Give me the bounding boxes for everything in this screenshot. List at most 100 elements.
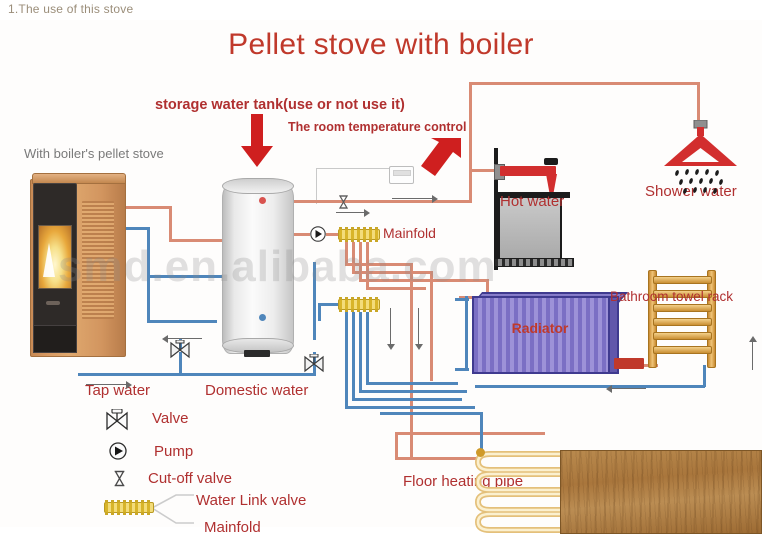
legend-leader-lines (151, 494, 194, 524)
pipe-cold-radiator-bot (455, 368, 469, 371)
towel-bar (653, 290, 712, 298)
pipe-cold-radiator-top (455, 298, 469, 301)
pipe-cold-towel-run (475, 385, 705, 388)
pipe-hot-to-tank (169, 239, 225, 242)
pipe-hot-run-2 (352, 271, 432, 274)
hot-water-label: Hot water (500, 193, 565, 210)
pipe-hot-to-sink (469, 169, 497, 172)
floor-heating-pipe-label: Floor heating pipe (403, 473, 524, 490)
towel-rack-label: Bathroom towel rack (610, 289, 734, 304)
tank-label-plate (244, 350, 270, 357)
pellet-stove[interactable] (30, 173, 126, 357)
header-caption: 1.The use of this stove (8, 2, 134, 16)
sink-rim (498, 192, 570, 198)
pipe-cold-mid-run (147, 275, 292, 278)
mainfold-icon (104, 500, 154, 515)
domestic-water-label: Domestic water (205, 382, 309, 399)
pipe-cold-tap-water (78, 373, 274, 376)
radiator[interactable]: Radiator (472, 292, 629, 374)
towel-bar (653, 346, 712, 354)
bathroom-towel-rack[interactable] (648, 270, 716, 368)
faucet-arm (500, 166, 556, 176)
pipe-hot-branch-3 (359, 242, 362, 280)
pipe-cold-return-3 (359, 390, 467, 393)
stove-control-knob[interactable] (46, 301, 60, 305)
towel-bar (653, 332, 712, 340)
tank-body (222, 184, 294, 354)
valve-icon-tap[interactable] (169, 340, 191, 360)
faucet-spout (546, 174, 557, 192)
towel-bar (653, 318, 712, 326)
pipe-cold-domestic-run (274, 373, 316, 376)
legend-label-cutoff-valve: Cut-off valve (148, 470, 232, 487)
pipe-hot-branch-2 (352, 242, 355, 272)
pipe-cold-manifold-drop (318, 303, 321, 321)
storage-water-tank[interactable] (222, 178, 294, 357)
pipe-hot-pump-in (292, 233, 310, 236)
pipe-hot-riser (169, 206, 172, 242)
sink-wall (494, 148, 498, 270)
pipe-cold-manifold-in (318, 303, 340, 306)
mainfold-upper[interactable] (338, 227, 380, 242)
pipe-hot-shower-drop (697, 82, 700, 124)
thermostat-screen (393, 170, 411, 176)
flow-arrow-towel-return (606, 385, 612, 393)
flow-line-cold-left (166, 338, 202, 339)
legend-label-pump: Pump (154, 443, 194, 460)
flow-line-right (752, 342, 753, 370)
valve-icon (106, 409, 128, 431)
stove-label: With boiler's pellet stove (24, 146, 164, 161)
pipe-cold-branch-2 (352, 312, 355, 400)
pipe-cold-stove-run (147, 320, 217, 323)
cutoff-valve-icon-top[interactable] (339, 195, 348, 209)
faucet-handle[interactable] (544, 158, 558, 165)
tank-cold-port (259, 314, 266, 321)
flow-line-tap (86, 384, 126, 385)
pump-icon[interactable] (310, 226, 326, 242)
pipe-hot-left-riser (469, 82, 472, 172)
shower-water-label: Shower water (645, 183, 737, 200)
legend-label-mainfold: Mainfold (204, 519, 261, 536)
room-temperature-control[interactable] (389, 166, 414, 184)
valve-icon-domestic[interactable] (303, 354, 325, 374)
wire-thermostat-top (316, 168, 392, 169)
arrow-to-thermostat (421, 138, 461, 176)
pipe-cold-stove-in (120, 227, 150, 230)
radiator-side-panel (608, 296, 619, 374)
pipe-hot-run-3 (359, 279, 489, 282)
tap-water-label: Tap water (85, 382, 151, 399)
hot-water-sink[interactable] (494, 148, 576, 270)
pipe-hot-stove-out (120, 206, 172, 209)
arrow-to-storage-tank (241, 114, 273, 167)
cutoff-valve-icon (114, 470, 125, 487)
serpentine-pipe-icon (474, 451, 562, 533)
pipe-cold-return-4 (366, 382, 458, 385)
diagram-title: Pellet stove with boiler (228, 28, 534, 61)
towel-bar (653, 276, 712, 284)
mainfold-lower[interactable] (338, 297, 380, 312)
pipe-cold-domestic-up (313, 262, 316, 340)
pipe-hot-to-floor (395, 457, 480, 460)
pipe-hot-top-loop (469, 82, 700, 85)
wire-thermostat-left (316, 168, 317, 204)
flow-arrow-cold-left (162, 335, 168, 343)
tank-top-cap (222, 178, 294, 194)
pipe-cold-return-2 (352, 398, 462, 401)
mainfold-label: Mainfold (383, 225, 436, 241)
flow-line-down-1 (390, 308, 391, 344)
pipe-cold-return-1 (345, 406, 475, 409)
flow-arrow-right-up (749, 336, 757, 342)
pipe-cold-floor-riser (480, 412, 483, 456)
stove-vent-grille (82, 201, 114, 319)
pipe-cold-branch-3 (359, 312, 362, 392)
pipe-cold-towel-out (703, 365, 706, 387)
flow-arrow-tap (126, 381, 132, 389)
pipe-hot-mid-riser (430, 271, 433, 381)
flow-arrow-down-1 (387, 344, 395, 350)
shower-head-group[interactable] (655, 119, 745, 202)
floor-pipe-junction (476, 448, 485, 457)
flow-line-down-2 (418, 308, 419, 344)
pipe-hot-floor-upper (395, 432, 545, 435)
stove-top-plate (32, 173, 126, 184)
legend-label-water-link-valve: Water Link valve (196, 492, 307, 509)
